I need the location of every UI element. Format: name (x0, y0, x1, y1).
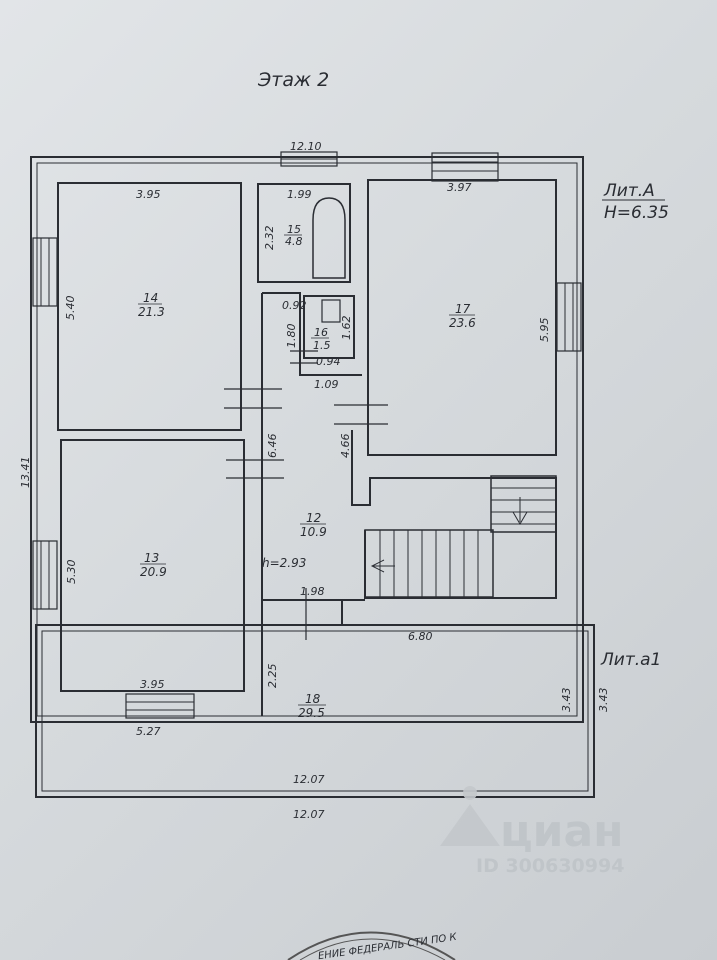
dim-label: 3.43 (597, 688, 610, 713)
dim-label: 4.66 (339, 434, 352, 459)
lit-a-height-label: Н=6.35 (604, 203, 669, 223)
room-17-area: 23.6 (449, 316, 476, 330)
room-15-area: 4.8 (285, 235, 303, 248)
lit-a1-label: Лит.а1 (600, 650, 661, 670)
watermark-id: ID 300630994 (476, 855, 624, 877)
room-18-number: 18 (305, 692, 321, 706)
outer-walls (30, 156, 584, 723)
room-14-area: 21.3 (138, 305, 165, 319)
dim-label: 12.07 (293, 808, 325, 821)
room-15-number: 15 (287, 223, 301, 236)
bathtub-shape (312, 197, 346, 279)
dim-label: 5.95 (538, 318, 551, 343)
room-18-walls (261, 600, 343, 716)
stamp: ЕНИЕ ФЕДЕРАЛЬ СТИ ПО К (287, 931, 458, 960)
lit-a-label: Лит.А (603, 181, 655, 201)
dim-label: 1.09 (314, 378, 339, 391)
dim-label: 12.10 (290, 140, 322, 153)
room-16-number: 16 (314, 326, 328, 339)
dim-label: 2.32 (263, 226, 276, 251)
watermark-brand: циан (500, 806, 624, 857)
room-14-outline (57, 182, 242, 431)
dim-label: 3.97 (447, 181, 472, 194)
dim-label: 1.98 (300, 585, 325, 598)
dim-label: 6.80 (408, 630, 433, 643)
dim-label: 13.41 (19, 457, 32, 489)
room-18-area: 29.5 (298, 706, 325, 720)
windows (32, 151, 582, 719)
dim-label: 0.92 (282, 299, 307, 312)
room-12-number: 12 (306, 511, 321, 525)
room-12-area: 10.9 (300, 525, 327, 539)
dim-label: 1.62 (340, 316, 353, 341)
floor-title: Этаж 2 (257, 69, 329, 91)
dim-label: 6.46 (266, 434, 279, 459)
room-13-outline (60, 439, 245, 692)
dimension-labels: 12.10 3.95 1.99 3.97 2.32 5.40 0.92 1.80… (19, 140, 610, 821)
staircase (364, 475, 557, 598)
room-14-number: 14 (143, 291, 158, 305)
dim-label: 3.43 (560, 688, 573, 713)
dim-label: 5.40 (64, 296, 77, 321)
terrace-outline (35, 624, 595, 798)
dim-label: 1.99 (287, 188, 312, 201)
room-17-number: 17 (455, 302, 471, 316)
toilet-shape (321, 299, 341, 323)
room-15-outline (257, 183, 351, 283)
dim-label: 3.95 (136, 188, 161, 201)
ceiling-height-label: h=2.93 (262, 556, 306, 570)
room-17-outline (367, 179, 557, 456)
door-marks (224, 350, 388, 640)
room-13-area: 20.9 (140, 565, 167, 579)
room-16-outline (303, 295, 355, 359)
dim-label: 12.07 (293, 773, 325, 786)
dim-label: 5.30 (65, 560, 78, 585)
dim-label: 1.80 (285, 324, 298, 349)
dim-label: 5.27 (136, 725, 161, 738)
room-labels: 14 21.3 13 20.9 15 4.8 16 1.5 17 23.6 12… (138, 223, 476, 720)
cian-watermark: циан ID 300630994 (440, 786, 624, 877)
dim-label: 0.94 (316, 355, 341, 368)
room-16-area: 1.5 (313, 339, 331, 352)
room-13-number: 13 (144, 551, 159, 565)
dim-label: 2.25 (266, 664, 279, 689)
dim-label: 3.95 (140, 678, 165, 691)
